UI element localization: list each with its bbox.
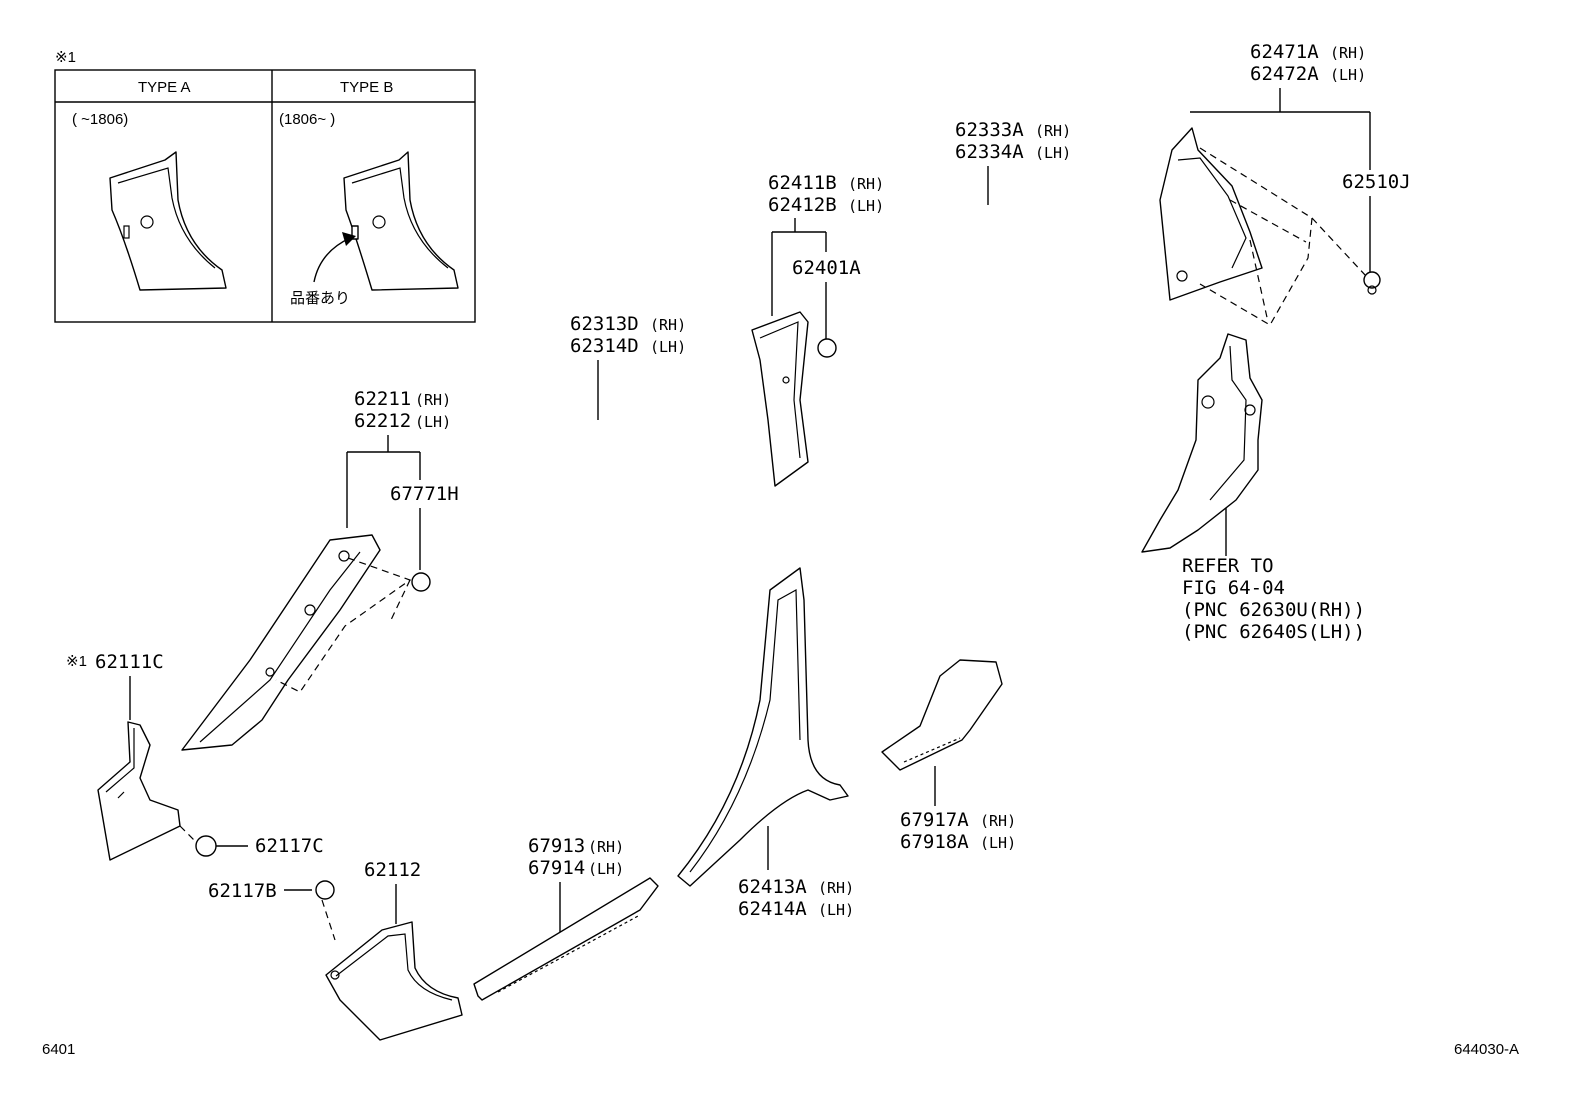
type-b-part-number-mark	[351, 225, 359, 240]
part-67771H-clip	[411, 572, 431, 592]
svg-text:(RH): (RH)	[1035, 122, 1071, 140]
label-62471A: 62471A	[1250, 41, 1319, 63]
label-62212: 62212	[354, 410, 411, 432]
svg-text:(RH): (RH)	[848, 175, 884, 193]
part-62411B-center-pillar-upper	[751, 311, 809, 487]
label-62413A: 62413A	[738, 876, 807, 898]
inset-type-b-header: TYPE B	[340, 79, 393, 96]
label-62111C: 62111C	[95, 651, 164, 673]
label-62314D: 62314D	[570, 335, 639, 357]
62471A-exploded-guide	[1199, 147, 1367, 326]
group-62471A: 62471A (RH) 62472A (LH) 62510J	[1159, 41, 1411, 326]
part-67913-scuff-plate	[473, 877, 659, 1001]
svg-text:(RH): (RH)	[650, 316, 686, 334]
label-62117B: 62117B	[208, 880, 277, 902]
svg-text:(RH): (RH)	[588, 838, 624, 856]
group-62313D: 62313D (RH) 62314D (LH)	[424, 313, 724, 677]
type-a-kick-panel	[109, 151, 227, 291]
footer-left-code: 6401	[42, 1041, 75, 1058]
label-62412B: 62412B	[768, 194, 837, 216]
label-62472A: 62472A	[1250, 63, 1319, 85]
part-62313D-weatherstrip	[425, 356, 723, 676]
refer-group: REFER TO FIG 64-04 (PNC 62630U(RH)) (PNC…	[1141, 333, 1365, 643]
label-67914: 67914	[528, 857, 585, 879]
part-62111C-cowl-side-trim	[97, 721, 181, 861]
group-62411B: 62411B (RH) 62412B (LH) 62401A	[751, 172, 884, 487]
label-67771H: 67771H	[390, 483, 459, 505]
label-62117C: 62117C	[255, 835, 324, 857]
label-67913: 67913	[528, 835, 585, 857]
inset-table: ※1 TYPE A TYPE B ( ~1806) (1806~ ) 品番あり	[54, 49, 476, 323]
refer-line-4: (PNC 62640S(LH))	[1182, 621, 1365, 643]
svg-text:(LH): (LH)	[980, 834, 1016, 852]
inset-type-a-range: ( ~1806)	[72, 111, 128, 128]
group-67917A: 67917A (RH) 67918A (LH)	[881, 659, 1016, 853]
inset-frame	[54, 69, 476, 323]
svg-text:(RH): (RH)	[415, 391, 451, 409]
part-62401A-clip	[817, 338, 837, 358]
inset-marker: ※1	[55, 49, 76, 66]
label-62414A: 62414A	[738, 898, 807, 920]
marker-62111C: ※1	[66, 653, 87, 670]
part-62117B-clip	[315, 880, 335, 900]
svg-text:(RH): (RH)	[980, 812, 1016, 830]
group-67913: 67913 (RH) 67914 (LH)	[473, 835, 659, 1001]
refer-line-1: REFER TO	[1182, 555, 1274, 577]
footer-right-code: 644030-A	[1454, 1041, 1519, 1058]
label-62313D: 62313D	[570, 313, 639, 335]
group-62112: 62112	[325, 859, 463, 1041]
label-67918A: 67918A	[900, 831, 969, 853]
part-67917A-rear-scuff-plate	[881, 659, 1003, 771]
inset-note-ja: 品番あり	[290, 289, 350, 307]
part-62510J-clip	[1363, 271, 1381, 289]
label-62401A: 62401A	[792, 257, 861, 279]
label-62333A: 62333A	[955, 119, 1024, 141]
refer-line-2: FIG 64-04	[1182, 577, 1285, 599]
group-62333A: 62333A (RH) 62334A (LH)	[879, 119, 1133, 440]
part-62333A-weatherstrip	[880, 172, 1131, 439]
label-62510J: 62510J	[1342, 171, 1411, 193]
svg-text:(LH): (LH)	[818, 901, 854, 919]
svg-text:(LH): (LH)	[848, 197, 884, 215]
inset-type-b-range: (1806~ )	[279, 111, 335, 128]
type-b-clip-hole	[372, 215, 386, 229]
svg-text:(LH): (LH)	[650, 338, 686, 356]
svg-text:(RH): (RH)	[818, 879, 854, 897]
label-67917A: 67917A	[900, 809, 969, 831]
group-62211: 62211 (RH) 62212 (LH) 67771H	[181, 388, 459, 751]
part-62117C-clip	[195, 835, 217, 857]
group-62413A: 62413A (RH) 62414A (LH)	[677, 567, 854, 920]
part-refer-quarter-trim	[1141, 333, 1263, 553]
svg-text:(RH): (RH)	[1330, 44, 1366, 62]
refer-line-3: (PNC 62630U(RH))	[1182, 599, 1365, 621]
group-62111C: ※1 62111C 62117C 62117B	[66, 651, 336, 941]
type-a-clip-hole	[140, 215, 154, 229]
label-62334A: 62334A	[955, 141, 1024, 163]
part-62211-front-pillar	[181, 534, 381, 751]
62211-exploded-guide	[275, 557, 412, 693]
svg-text:(LH): (LH)	[415, 413, 451, 431]
label-62112: 62112	[364, 859, 421, 881]
inset-type-a-header: TYPE A	[138, 79, 191, 96]
part-62471A-quarter-trim	[1159, 127, 1263, 301]
svg-text:(LH): (LH)	[1035, 144, 1071, 162]
svg-text:(LH): (LH)	[1330, 66, 1366, 84]
type-b-arrow-head	[342, 232, 356, 246]
part-62112-kick-panel	[325, 921, 463, 1041]
svg-text:(LH): (LH)	[588, 860, 624, 878]
label-62411B: 62411B	[768, 172, 837, 194]
label-62211: 62211	[354, 388, 411, 410]
